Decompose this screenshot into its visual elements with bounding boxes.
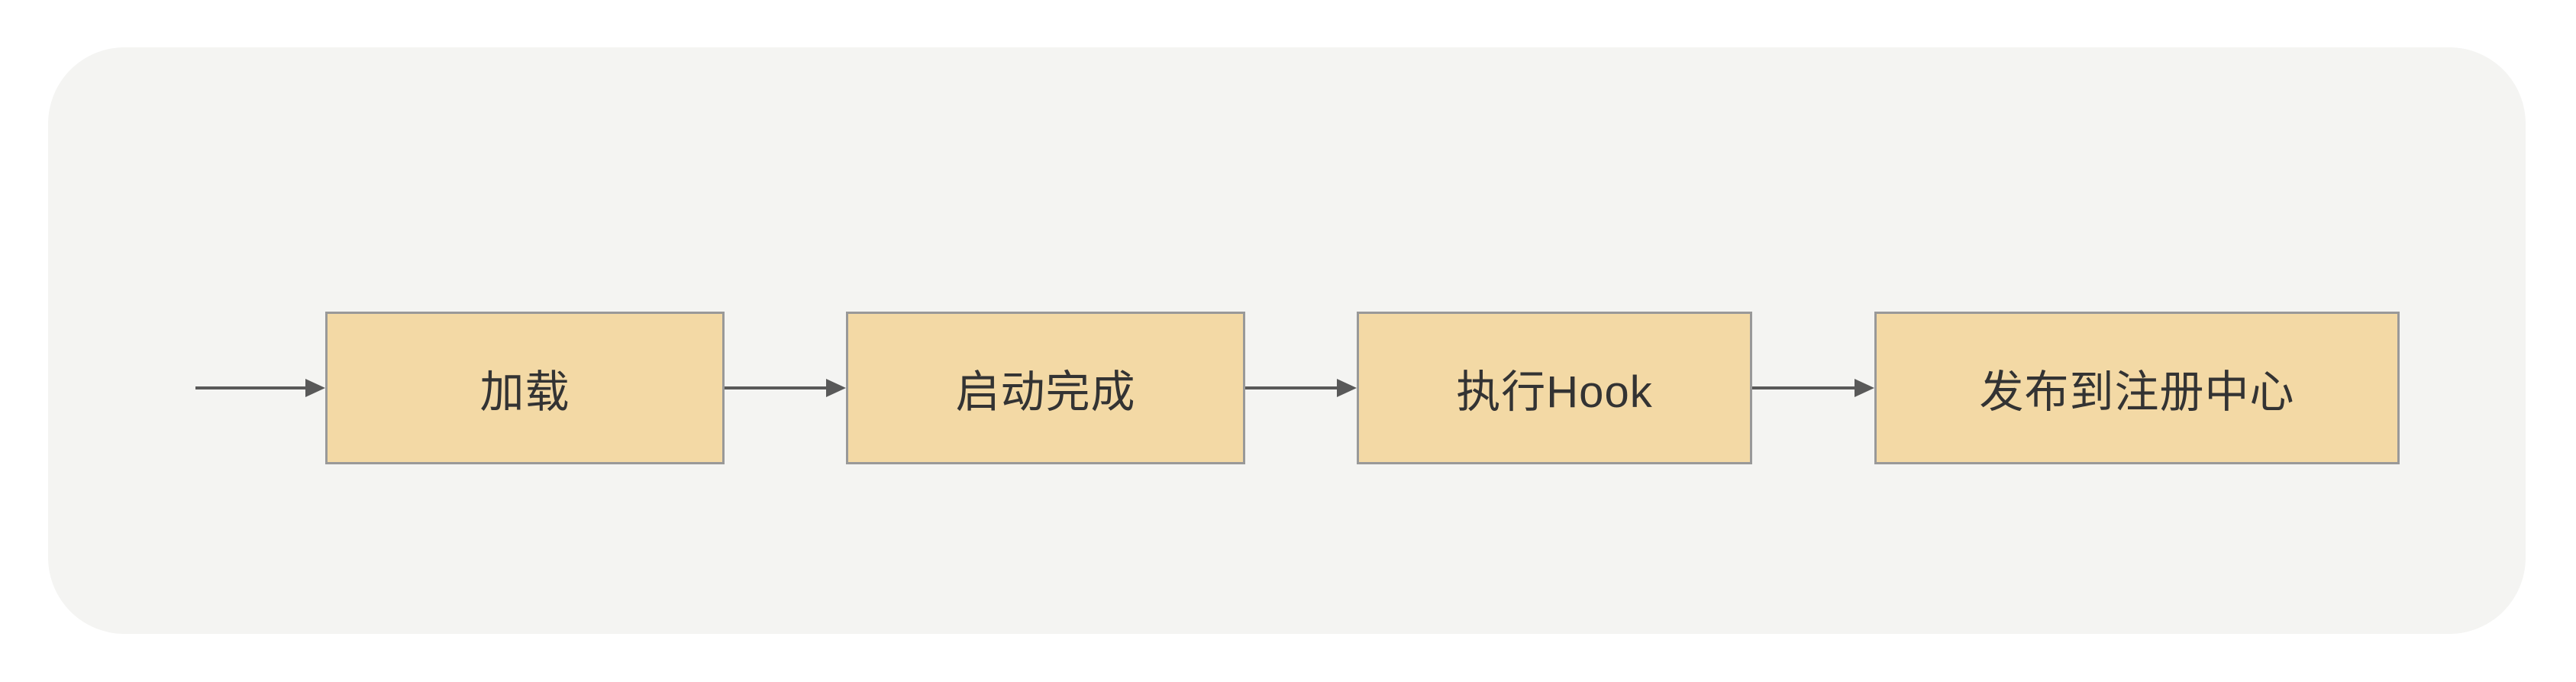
node-label: 加载 — [479, 367, 570, 417]
arrow-line — [725, 386, 826, 389]
arrow-line — [1752, 386, 1855, 389]
start-arrow — [195, 379, 325, 397]
node-execute-hook: 执行Hook — [1357, 312, 1752, 464]
arrow-line — [1245, 386, 1337, 389]
node-label: 执行Hook — [1456, 367, 1653, 417]
edge-hook-to-publish — [1752, 379, 1874, 397]
node-label: 启动完成 — [955, 367, 1136, 417]
node-startup-complete: 启动完成 — [846, 312, 1245, 464]
edge-load-to-startup — [725, 379, 846, 397]
arrow-line — [195, 386, 305, 389]
node-load: 加载 — [325, 312, 725, 464]
edge-startup-to-hook — [1245, 379, 1357, 397]
arrowhead-icon — [1855, 379, 1874, 397]
arrowhead-icon — [305, 379, 325, 397]
flowchart: 加载 启动完成 执行Hook 发布到注册中心 — [195, 312, 2400, 464]
diagram-panel: 加载 启动完成 执行Hook 发布到注册中心 — [48, 47, 2526, 634]
node-publish-to-registry: 发布到注册中心 — [1874, 312, 2400, 464]
arrowhead-icon — [826, 379, 846, 397]
node-label: 发布到注册中心 — [1979, 367, 2295, 417]
arrowhead-icon — [1337, 379, 1357, 397]
